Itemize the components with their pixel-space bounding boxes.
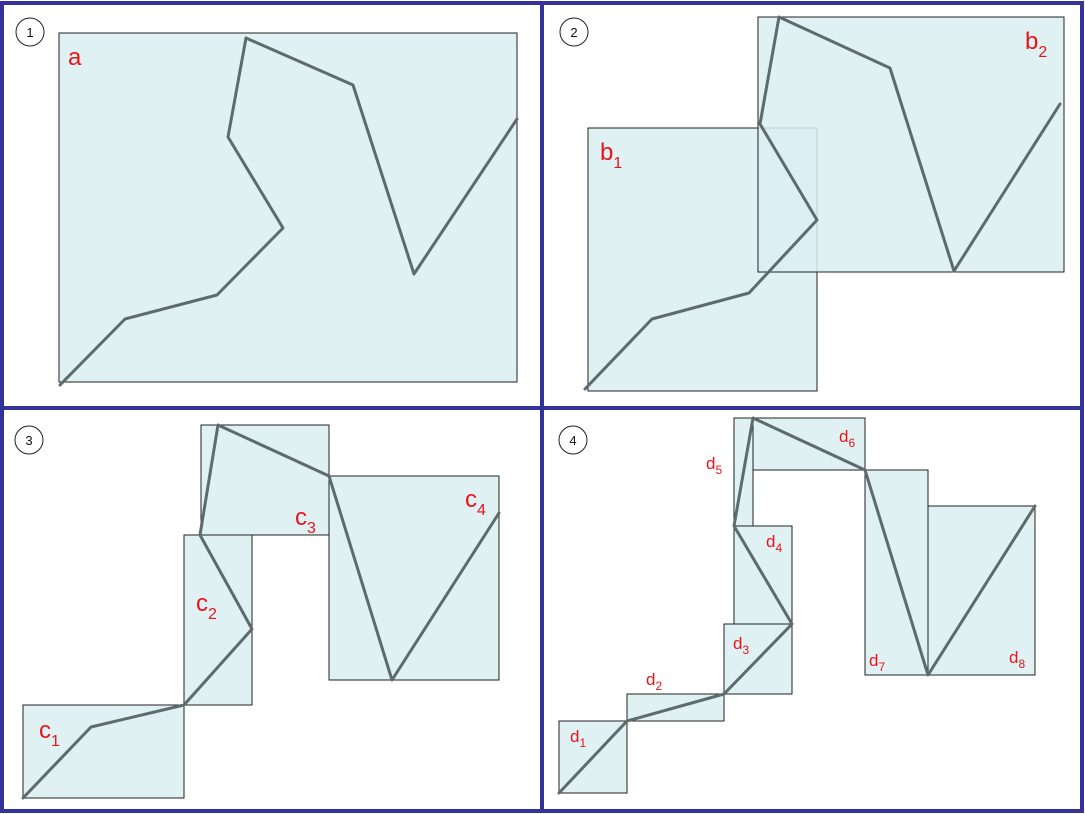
label-main: d xyxy=(1009,648,1018,667)
label-main: d xyxy=(869,651,878,670)
box-label-c2: c2 xyxy=(196,590,217,623)
label-main: d xyxy=(766,532,775,551)
bounding-box-c2 xyxy=(183,534,253,706)
label-subscript: 4 xyxy=(477,502,486,519)
box-label-d3: d3 xyxy=(733,634,749,657)
label-subscript: 2 xyxy=(655,679,662,693)
label-subscript: 2 xyxy=(1038,44,1047,61)
bounding-box-c3 xyxy=(200,424,330,536)
box-label-a: a xyxy=(68,44,82,71)
panel-number: 2 xyxy=(570,25,577,40)
panel-4: 4 d1 d2 d3 d4 d5 d6 d7 d8 xyxy=(557,416,1037,795)
box-label-d8: d8 xyxy=(1009,648,1025,671)
label-main: c xyxy=(295,504,307,531)
bounding-box-c1 xyxy=(22,704,185,799)
label-subscript: 4 xyxy=(775,541,782,555)
label-main: c xyxy=(465,486,477,513)
label-main: b xyxy=(1025,28,1038,55)
label-subscript: 7 xyxy=(878,660,885,674)
panel-number-badge: 3 xyxy=(14,425,44,455)
panel-number-badge: 1 xyxy=(15,17,45,47)
label-main: d xyxy=(706,454,715,473)
box-label-d4: d4 xyxy=(766,532,782,555)
box-label-c4: c4 xyxy=(465,486,486,519)
panel-number-badge: 4 xyxy=(558,425,588,455)
label-subscript: 3 xyxy=(742,643,749,657)
label-main: c xyxy=(39,717,51,744)
number-circle xyxy=(15,17,45,47)
label-main: b xyxy=(600,139,613,166)
curve-path xyxy=(58,36,519,387)
panel-number: 4 xyxy=(569,433,576,448)
box-label-d2: d2 xyxy=(646,670,662,693)
label-subscript: 8 xyxy=(1018,657,1025,671)
label-subscript: 1 xyxy=(613,155,622,172)
label-main: d xyxy=(733,634,742,653)
number-circle xyxy=(14,425,44,455)
label-subscript: 2 xyxy=(208,606,217,623)
curve-path xyxy=(21,423,501,800)
label-subscript: 5 xyxy=(715,463,722,477)
label-main: a xyxy=(68,44,82,71)
label-subscript: 1 xyxy=(51,733,60,750)
box-label-b2: b2 xyxy=(1025,28,1047,61)
bounding-box-a xyxy=(58,32,518,383)
box-label-c3: c3 xyxy=(295,504,316,537)
panel-3: 3 c1 c2 c3 c4 xyxy=(14,423,501,800)
panel-number-badge: 2 xyxy=(559,17,589,47)
number-circle xyxy=(559,17,589,47)
box-label-d1: d1 xyxy=(570,727,586,750)
number-circle xyxy=(558,425,588,455)
panel-4-frame xyxy=(540,406,1084,813)
label-subscript: 3 xyxy=(307,520,316,537)
panel-2: 2 b1 b2 xyxy=(559,15,1065,392)
panel-1: 1 a xyxy=(15,17,519,387)
curve-path xyxy=(557,416,1037,795)
box-label-c1: c1 xyxy=(39,717,60,750)
box-label-d5: d5 xyxy=(706,454,722,477)
curve-path xyxy=(583,15,1062,391)
label-subscript: 1 xyxy=(579,736,586,750)
panel-number: 3 xyxy=(25,433,32,448)
box-label-b1: b1 xyxy=(600,139,622,172)
box-label-d7: d7 xyxy=(869,651,885,674)
label-main: c xyxy=(196,590,208,617)
label-main: d xyxy=(646,670,655,689)
panel-number: 1 xyxy=(26,25,33,40)
label-main: d xyxy=(570,727,579,746)
label-subscript: 6 xyxy=(848,436,855,450)
label-main: d xyxy=(839,427,848,446)
box-label-d6: d6 xyxy=(839,427,855,450)
